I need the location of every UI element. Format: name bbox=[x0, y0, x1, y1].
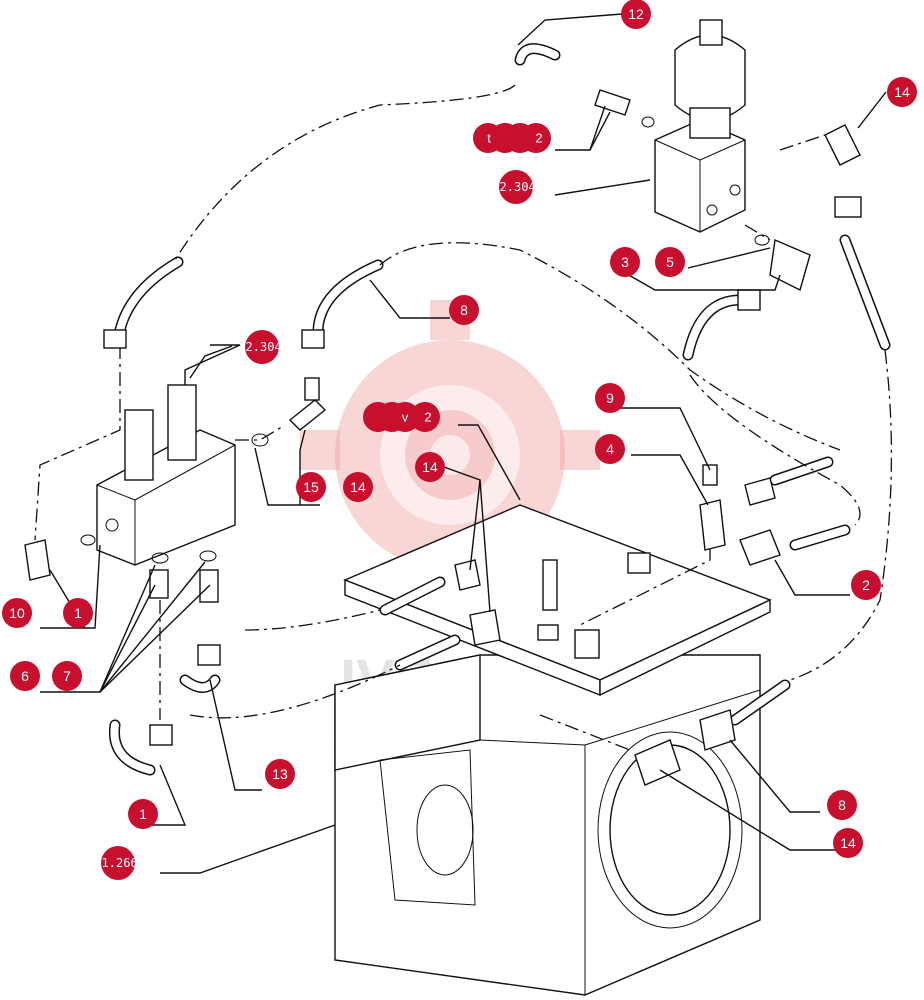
callout-14-bottom[interactable]: 14 bbox=[833, 828, 863, 858]
callout-label: 7 bbox=[63, 668, 71, 684]
callout-label: 9 bbox=[606, 390, 614, 406]
callout-6[interactable]: 6 bbox=[10, 661, 40, 691]
ref-11266-label: 11.266 bbox=[94, 856, 137, 870]
callout-8-lower[interactable]: 8 bbox=[827, 790, 857, 820]
callout-label: 12 bbox=[628, 6, 644, 22]
callout-label: 14 bbox=[894, 84, 910, 100]
callout-label: 14 bbox=[350, 479, 366, 495]
ref-11266[interactable]: 11.266 bbox=[94, 846, 138, 880]
callout-14-top-right[interactable]: 14 bbox=[887, 77, 917, 107]
callout-8-upper[interactable]: 8 bbox=[449, 295, 479, 325]
ref-v2-number: 2 bbox=[424, 410, 431, 425]
callout-label: 14 bbox=[422, 459, 438, 475]
callout-label: 3 bbox=[621, 254, 629, 270]
ref-v2[interactable]: v 2 bbox=[363, 402, 440, 432]
gearbox-housing bbox=[334, 654, 761, 996]
callout-1-left[interactable]: 1 bbox=[63, 598, 93, 628]
valve-block-top bbox=[654, 19, 746, 233]
callout-label: 2 bbox=[862, 577, 870, 593]
ref-22304-left-label: 22.304 bbox=[238, 340, 281, 354]
hose-lines bbox=[108, 43, 891, 776]
callout-4[interactable]: 4 bbox=[595, 434, 625, 464]
ref-t2-letter: t bbox=[487, 131, 491, 146]
ref-22304-top[interactable]: 22.304 bbox=[492, 170, 536, 204]
callout-label: 13 bbox=[272, 766, 288, 782]
ref-22304-top-label: 22.304 bbox=[492, 180, 535, 194]
callout-label: 14 bbox=[840, 835, 856, 851]
callout-14-left-valve[interactable]: 14 bbox=[343, 472, 373, 502]
callout-1-bottom[interactable]: 1 bbox=[128, 799, 158, 829]
callout-2[interactable]: 2 bbox=[851, 570, 881, 600]
callout-label: 10 bbox=[9, 605, 25, 621]
callout-5[interactable]: 5 bbox=[655, 247, 685, 277]
ref-22304-left[interactable]: 22.304 bbox=[238, 330, 282, 364]
valve-block-left bbox=[96, 384, 236, 566]
ref-t2-number: 2 bbox=[535, 131, 542, 146]
callout-label: 8 bbox=[838, 797, 846, 813]
callout-12[interactable]: 12 bbox=[621, 0, 651, 29]
callout-14-center[interactable]: 14 bbox=[415, 452, 445, 482]
callout-label: 1 bbox=[74, 605, 82, 621]
callout-label: 8 bbox=[460, 302, 468, 318]
callout-label: 1 bbox=[139, 806, 147, 822]
ref-v2-letter: v bbox=[402, 410, 409, 425]
callout-10[interactable]: 10 bbox=[2, 598, 32, 628]
leader-lines bbox=[40, 13, 887, 874]
callout-7[interactable]: 7 bbox=[52, 661, 82, 691]
callout-15[interactable]: 15 bbox=[296, 472, 326, 502]
callout-13[interactable]: 13 bbox=[265, 759, 295, 789]
callout-label: 4 bbox=[606, 441, 614, 457]
pipe-routes bbox=[34, 84, 893, 751]
fittings bbox=[24, 89, 862, 786]
callout-label: 5 bbox=[666, 254, 674, 270]
callout-9[interactable]: 9 bbox=[595, 383, 625, 413]
callout-label: 6 bbox=[21, 668, 29, 684]
callout-label: 15 bbox=[303, 479, 319, 495]
callout-3[interactable]: 3 bbox=[610, 247, 640, 277]
ref-t2[interactable]: t 2 bbox=[473, 123, 551, 153]
